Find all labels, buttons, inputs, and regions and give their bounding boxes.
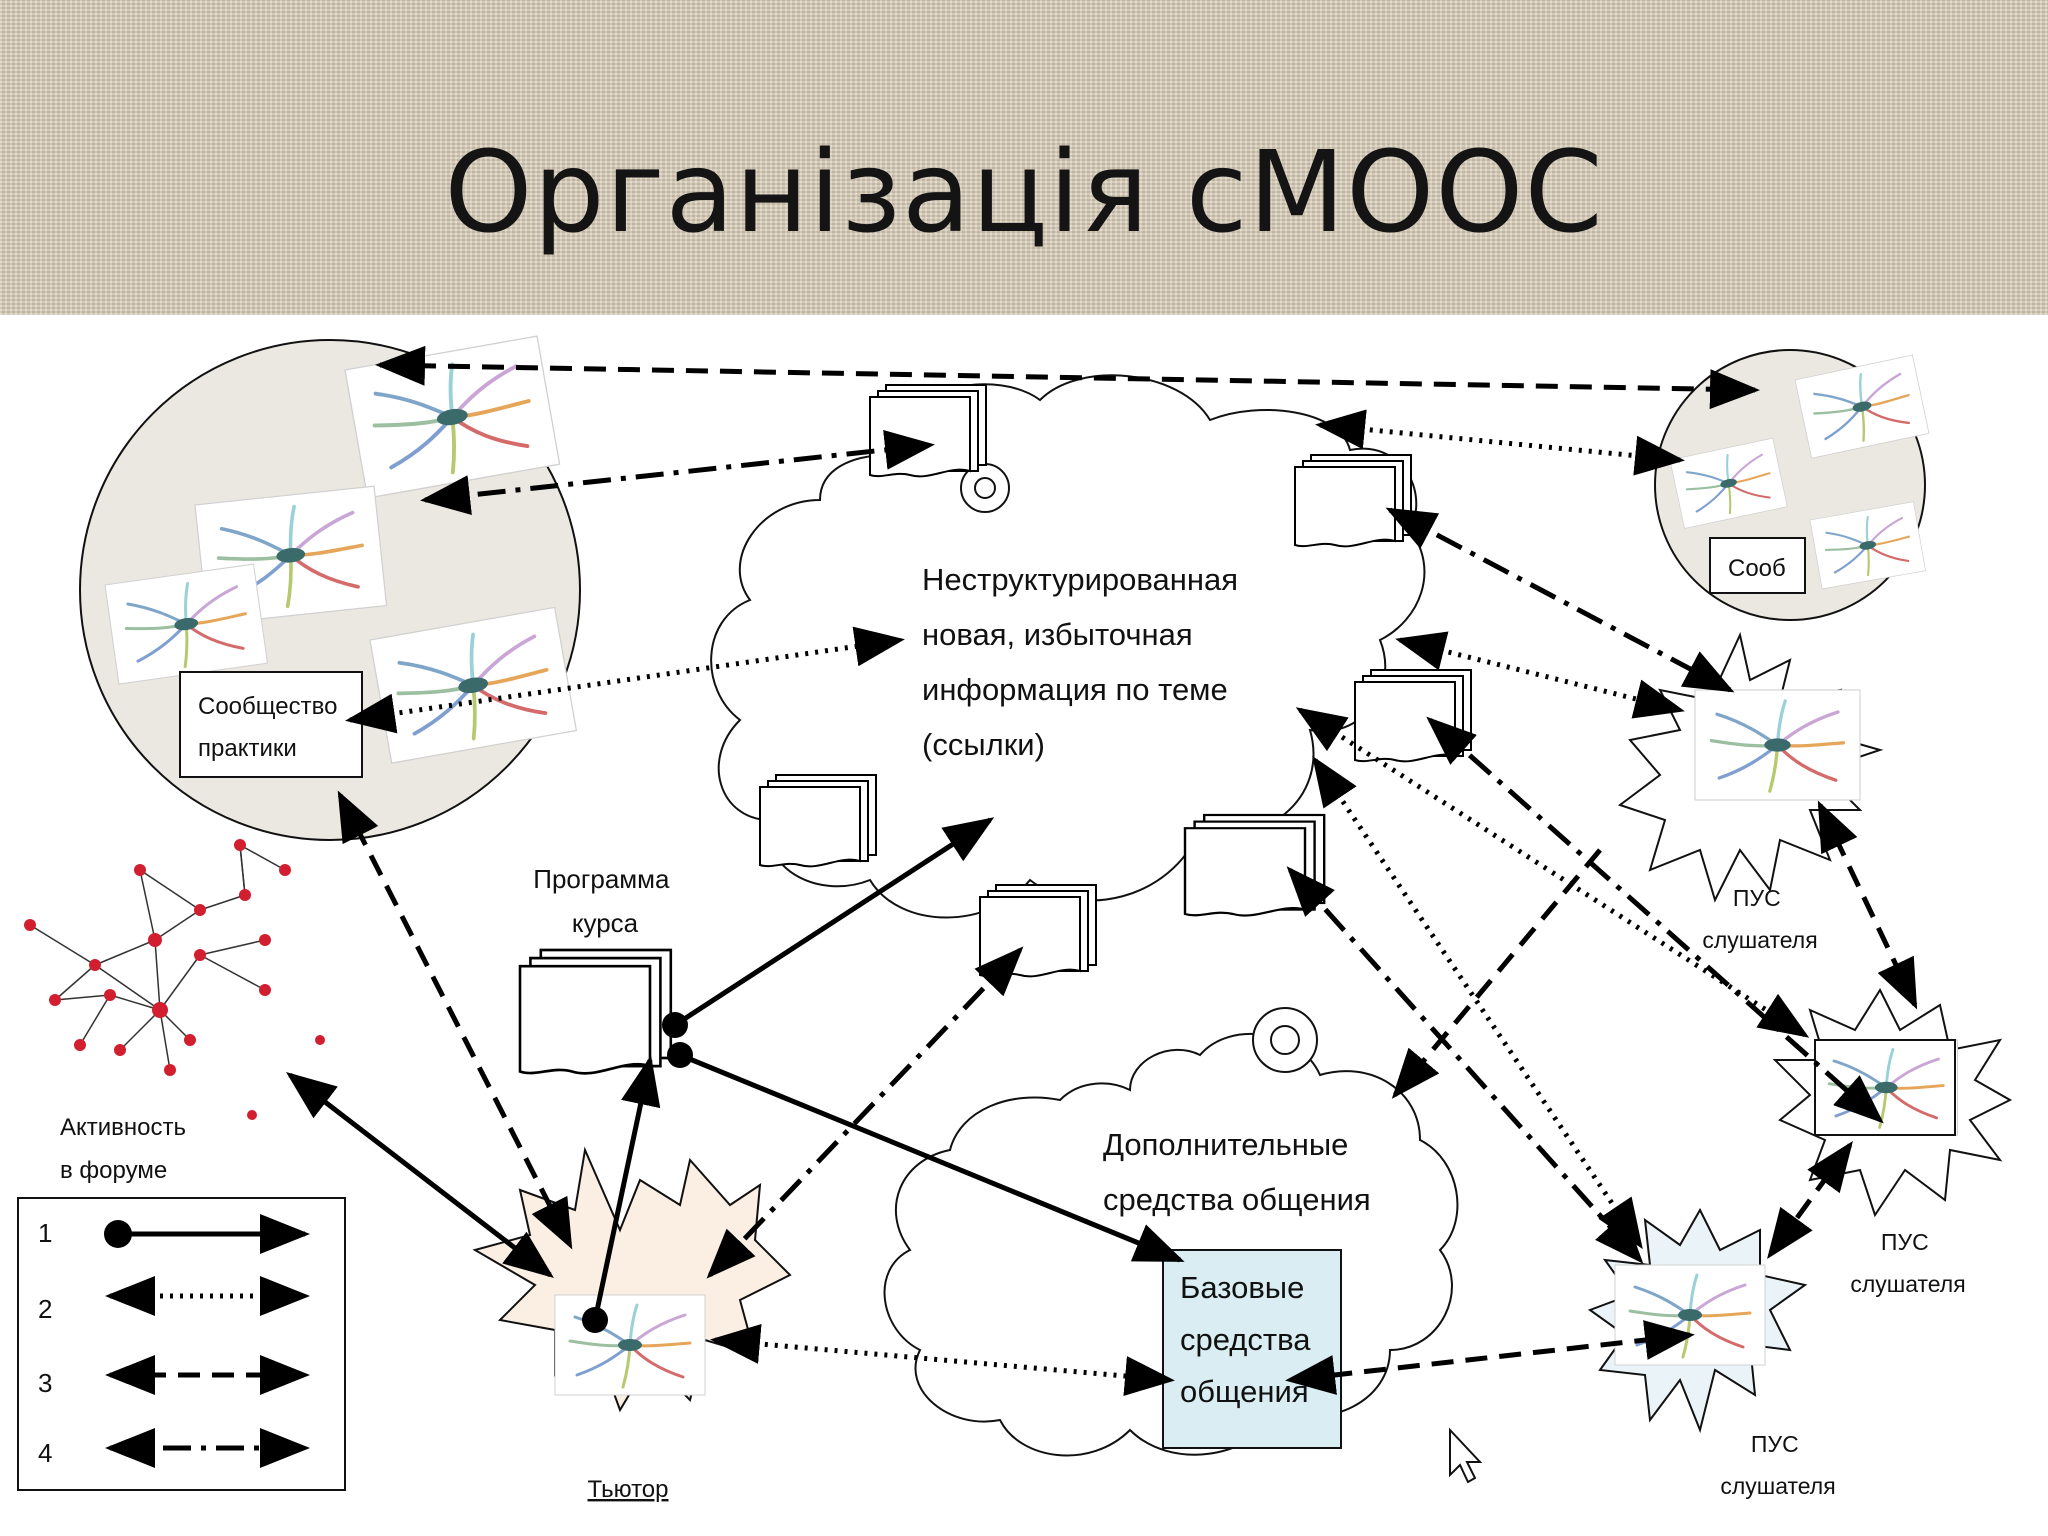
legend-num-1: 1 xyxy=(38,1218,52,1248)
document-stack xyxy=(1183,813,1326,917)
forum-network xyxy=(29,844,286,1071)
legend: 1 2 3 4 xyxy=(17,1197,346,1491)
forum-nodes xyxy=(24,839,325,1120)
pus-label-3: ПУС слушателя xyxy=(1720,1431,1835,1499)
tutor-label: Тьютор xyxy=(588,1476,669,1503)
community-label: Сообщество практики xyxy=(198,693,344,762)
mindmap-image xyxy=(1693,688,1862,802)
document-stack xyxy=(759,774,877,868)
legend-num-4: 4 xyxy=(38,1438,52,1468)
mindmap-image xyxy=(553,1293,707,1397)
title-band xyxy=(0,0,2048,315)
pus-label-1: ПУС слушателя xyxy=(1702,885,1817,953)
program-document-stack xyxy=(518,948,673,1075)
community-box xyxy=(179,671,363,778)
slide-title: Організація сМООС xyxy=(444,128,1604,258)
document-stack xyxy=(979,884,1097,978)
pus-label-2: ПУС слушателя xyxy=(1850,1229,1965,1297)
document-stack xyxy=(869,384,987,478)
solid-arrow-dots xyxy=(582,1012,693,1333)
forum-label: Активность в форуме xyxy=(60,1114,193,1184)
dashdot-arrows xyxy=(420,429,1884,1279)
document-stack xyxy=(1294,454,1412,548)
mindmap-image xyxy=(103,562,269,686)
cloud-knob-icon xyxy=(1252,1007,1318,1073)
legend-num-2: 2 xyxy=(38,1294,52,1324)
small-community-label: Сооб xyxy=(1728,555,1786,582)
program-label: Программа курса xyxy=(533,864,676,938)
diagram: 1 2 3 4 Неструктурированная новая, избыт… xyxy=(17,334,2013,1503)
document-stack xyxy=(1354,669,1472,763)
main-cloud-text: Неструктурированная новая, избыточная ин… xyxy=(922,562,1247,762)
mindmap-image xyxy=(1813,1038,1959,1137)
base-tools-label: Базовые средства общения xyxy=(1180,1270,1319,1409)
cursor-icon xyxy=(1449,1427,1483,1484)
legend-num-3: 3 xyxy=(38,1368,52,1398)
extra-cloud-text: Дополнительные средства общения xyxy=(1103,1127,1371,1217)
mindmap-image xyxy=(1613,1263,1767,1367)
